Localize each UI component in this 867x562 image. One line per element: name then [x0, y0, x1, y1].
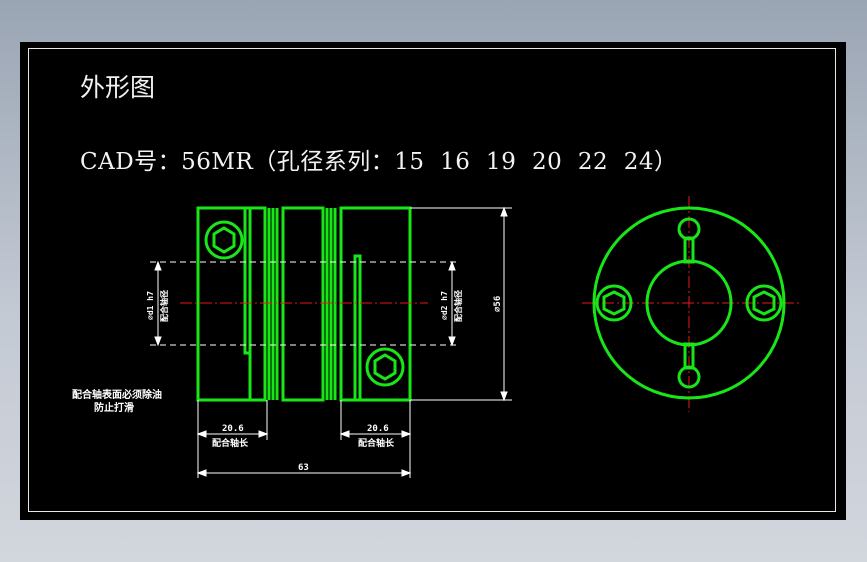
dim-outer-diameter — [410, 206, 512, 402]
dim-fit-length-left: 20.6 — [222, 424, 244, 434]
right-screw-hex — [373, 353, 397, 381]
drawing-title: 外形图 — [80, 73, 156, 102]
right-hub — [339, 206, 412, 402]
end-screw-left-hex — [602, 290, 626, 316]
end-screw-right-hex — [752, 290, 776, 316]
dim-fit-length-right-note: 配合轴长 — [358, 437, 395, 449]
dim-fit-length-left-note: 配合轴长 — [212, 437, 249, 449]
end-hole-top — [677, 217, 701, 241]
cad-number-line: CAD号：56MR（孔径系列：15 16 19 20 22 24） — [80, 149, 678, 175]
dim-fit-length-right: 20.6 — [367, 424, 389, 434]
bore-hidden-lines — [150, 261, 460, 346]
dim-total-length: 63 — [298, 463, 309, 473]
dim-lengths — [196, 400, 412, 478]
dim-bore-right — [448, 260, 456, 347]
coupling-side-view — [196, 206, 412, 402]
dim-bore-right-note: 配合轴径 — [453, 290, 463, 322]
right-clamp-screw — [365, 347, 405, 387]
end-outer-circle — [592, 206, 786, 400]
left-disc-outer — [248, 206, 267, 402]
dim-bore-left-label: ⌀d1 h7 — [146, 291, 155, 320]
sheet-border — [28, 48, 836, 512]
center-spacer — [281, 206, 325, 402]
dim-outer-diameter-label: ⌀56 — [493, 296, 503, 312]
dim-bore-left-note: 配合轴径 — [159, 290, 169, 322]
coupling-end-view — [592, 206, 786, 400]
left-screw-hex — [212, 226, 236, 254]
end-screw-left — [595, 284, 633, 322]
warning-note-line1: 配合轴表面必须除油 — [72, 388, 162, 401]
end-hole-bottom — [677, 365, 701, 389]
right-hub-slit — [353, 254, 362, 402]
end-view-centerlines — [582, 196, 800, 412]
warning-note-line2: 防止打滑 — [94, 401, 134, 414]
dim-bore-left — [154, 260, 162, 347]
dim-bore-right-label: ⌀d2 h7 — [440, 291, 449, 320]
end-screw-right — [745, 284, 783, 322]
left-clamp-screw — [204, 220, 244, 260]
